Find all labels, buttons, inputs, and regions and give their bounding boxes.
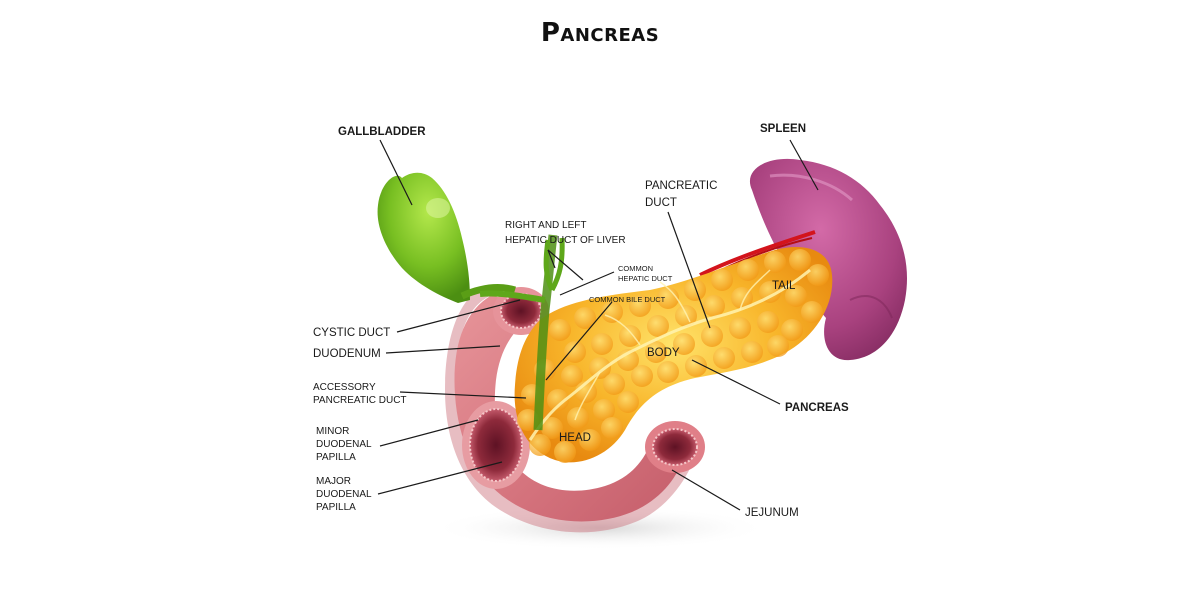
pancreas-lobule <box>713 347 735 369</box>
splenic-artery <box>699 230 816 277</box>
bile-ducts <box>479 234 565 431</box>
pancreas-lobule <box>593 399 615 421</box>
label-pancreatic-duct-line2: DUCT <box>645 197 677 209</box>
jejunum <box>645 421 705 473</box>
pancreas-lobule <box>579 429 601 451</box>
label-gallbladder: GALLBLADDER <box>338 126 426 138</box>
pancreas-lobule <box>601 301 623 323</box>
label-common-hepatic-duct: COMMON HEPATIC DUCT <box>618 264 672 284</box>
spleen <box>749 158 908 361</box>
pancreas-lobule <box>729 317 751 339</box>
label-body: BODY <box>647 347 680 359</box>
pancreas-lobule <box>781 319 803 341</box>
pancreas-lobule <box>574 307 596 329</box>
pancreas-lobule <box>564 341 586 363</box>
pancreas-lobule <box>589 357 611 379</box>
pancreas-lobule <box>741 341 763 363</box>
pancreas-lobules <box>517 249 829 463</box>
pancreas-lobule <box>647 315 669 337</box>
label-spleen: SPLEEN <box>760 123 807 135</box>
pancreas-lobule <box>617 391 639 413</box>
pancreas-lobule <box>547 389 569 411</box>
pancreas-lobule <box>737 259 759 281</box>
pancreas-lobule <box>529 434 551 456</box>
label-jejunum: JEJUNUM <box>745 507 799 519</box>
pancreas-lobule <box>801 301 823 323</box>
label-minor-duodenal-papilla: MINOR DUODENAL PAPILLA <box>316 425 372 464</box>
pancreas-lobule <box>767 335 789 357</box>
pancreas-lobule <box>685 355 707 377</box>
pancreas-lobule <box>711 269 733 291</box>
label-major-duodenal-papilla: MAJOR DUODENAL PAPILLA <box>316 475 372 514</box>
label-accessory-pancreatic-duct: ACCESSORY PANCREATIC DUCT <box>313 381 407 407</box>
label-common-hepatic-line1: COMMON <box>618 264 653 273</box>
pancreas-lobule <box>657 361 679 383</box>
label-common-bile-duct: COMMON BILE DUCT <box>589 295 666 304</box>
label-tail: TAIL <box>772 280 796 292</box>
pancreas-lobule <box>657 287 679 309</box>
pancreas-lobule <box>554 441 576 463</box>
label-minor-line1: MINOR <box>316 426 350 437</box>
label-hepatic-duct-line2: HEPATIC DUCT OF LIVER <box>505 235 626 246</box>
label-minor-line2: DUODENAL <box>316 439 372 450</box>
pancreas-lobule <box>757 311 779 333</box>
pancreas-lobule <box>591 333 613 355</box>
label-accessory-line2: PANCREATIC DUCT <box>313 395 407 406</box>
pancreas-lobule <box>631 365 653 387</box>
page-title: Pancreas <box>540 18 660 48</box>
pancreas-lobule <box>807 264 829 286</box>
pancreas-lobule <box>619 325 641 347</box>
pancreas-lobule <box>675 305 697 327</box>
label-major-line3: PAPILLA <box>316 502 356 513</box>
leader-lines <box>377 139 819 511</box>
label-minor-line3: PAPILLA <box>316 452 356 463</box>
pancreas-lobule <box>673 333 695 355</box>
pancreas-lobule <box>517 409 539 431</box>
pancreas-lobule <box>764 251 786 273</box>
label-hepatic-duct-line1: RIGHT AND LEFT <box>505 220 587 231</box>
pancreas-lobule <box>785 285 807 307</box>
label-common-hepatic-line2: HEPATIC DUCT <box>618 274 673 283</box>
pancreas-lobule <box>703 295 725 317</box>
pancreas-lobule <box>759 281 781 303</box>
pancreatic-duct-path <box>528 268 811 441</box>
ground-shadow <box>430 506 770 550</box>
label-major-line2: DUODENAL <box>316 489 372 500</box>
pancreas <box>514 247 833 463</box>
pancreas-lobule <box>541 417 563 439</box>
pancreas-lobule <box>549 319 571 341</box>
pancreas-lobule <box>603 373 625 395</box>
pancreas-lobule <box>789 249 811 271</box>
label-accessory-line1: ACCESSORY <box>313 382 376 393</box>
pancreas-lobule <box>567 407 589 429</box>
label-pancreas: PANCREAS <box>785 402 849 414</box>
pancreas-lobule <box>561 365 583 387</box>
label-pancreatic-duct: PANCREATIC DUCT <box>645 178 717 212</box>
label-cystic-duct: CYSTIC DUCT <box>313 327 391 339</box>
pancreas-lobule <box>601 417 623 439</box>
pancreas-lobule <box>617 349 639 371</box>
pancreas-lobule <box>684 279 706 301</box>
gallbladder <box>377 172 516 303</box>
label-major-line1: MAJOR <box>316 476 351 487</box>
pancreas-lobule <box>629 295 651 317</box>
pancreas-lobule <box>701 325 723 347</box>
label-hepatic-duct: RIGHT AND LEFT HEPATIC DUCT OF LIVER <box>505 218 626 248</box>
label-pancreatic-duct-line1: PANCREATIC <box>645 180 718 192</box>
label-duodenum: DUODENUM <box>313 348 381 360</box>
pancreas-lobule <box>645 341 667 363</box>
label-head: HEAD <box>559 432 591 444</box>
